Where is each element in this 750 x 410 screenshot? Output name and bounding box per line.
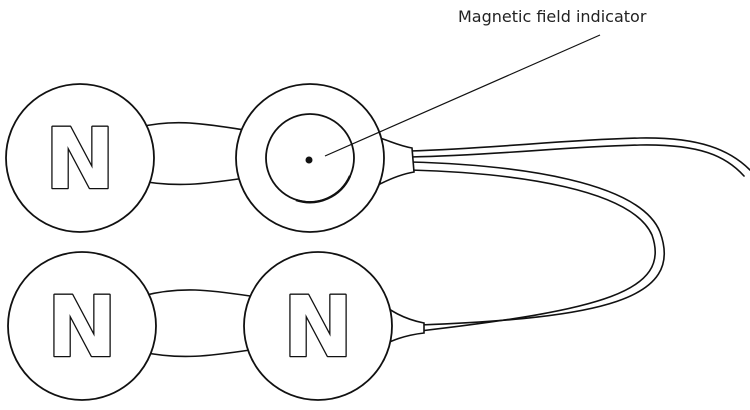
bottom-right-pole-label: N <box>283 278 353 376</box>
top-left-pole-label: N <box>45 110 115 208</box>
bottom-link-bar <box>141 289 251 358</box>
bottom-left-magnet <box>7 251 157 401</box>
top-left-magnet <box>5 83 155 233</box>
cable-loop-inner <box>409 169 657 332</box>
indicator-ring-shadow <box>295 175 352 204</box>
cable <box>409 137 750 332</box>
callout-label: Magnetic field indicator <box>458 7 647 26</box>
top-plug <box>379 136 415 186</box>
bottom-left-pole-label: N <box>47 278 117 376</box>
cable-loop-outer <box>409 161 666 326</box>
indicator-center-dot <box>305 156 313 164</box>
bottom-right-magnet <box>243 251 393 401</box>
cable-strand-upper-inner <box>409 144 745 177</box>
callout-leader-line <box>324 34 601 157</box>
cable-strand-upper-outer <box>409 137 750 171</box>
